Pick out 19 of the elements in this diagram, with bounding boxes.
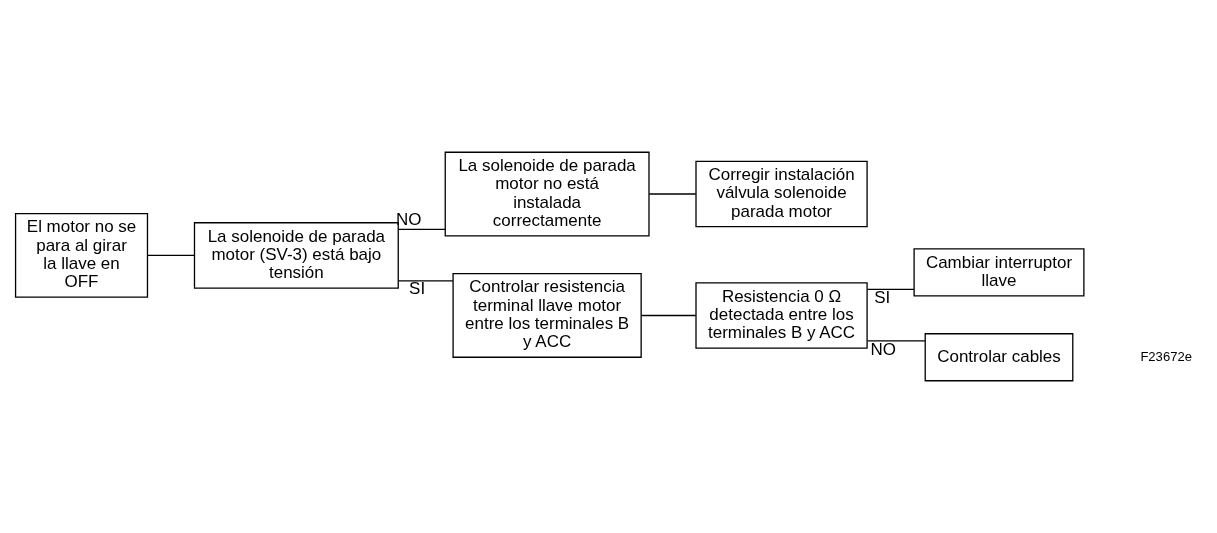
- edge-label: SI: [409, 279, 426, 299]
- edge-label: SI: [874, 287, 891, 307]
- node-box: La solenoide de parada motor no está instalada correctamente: [444, 151, 650, 237]
- label: F23672e: [1140, 348, 1192, 364]
- node-box: Cambiar interruptor llave: [913, 248, 1085, 297]
- edge-label: NO: [870, 339, 896, 359]
- node-box: El motor no se para al girar la llave en OFF: [14, 212, 149, 298]
- connector: [648, 193, 697, 195]
- connector: [147, 254, 196, 257]
- node-box: Controlar resistencia terminal llave motor entre los terminales B y ACC: [452, 273, 642, 358]
- connector: [397, 228, 446, 230]
- connector: [640, 314, 697, 317]
- node-box: Controlar cables: [924, 333, 1074, 382]
- node-box: Resistencia 0 Ω detectada entre los terminales B y ACC: [695, 282, 868, 349]
- connector: [866, 288, 915, 290]
- connector: [866, 340, 926, 342]
- node-box: La solenoide de parada motor (SV-3) está bajo tensión: [193, 222, 399, 289]
- connector: [397, 280, 454, 282]
- node-box: Corregir instalación válvula solenoide parada motor: [695, 160, 868, 228]
